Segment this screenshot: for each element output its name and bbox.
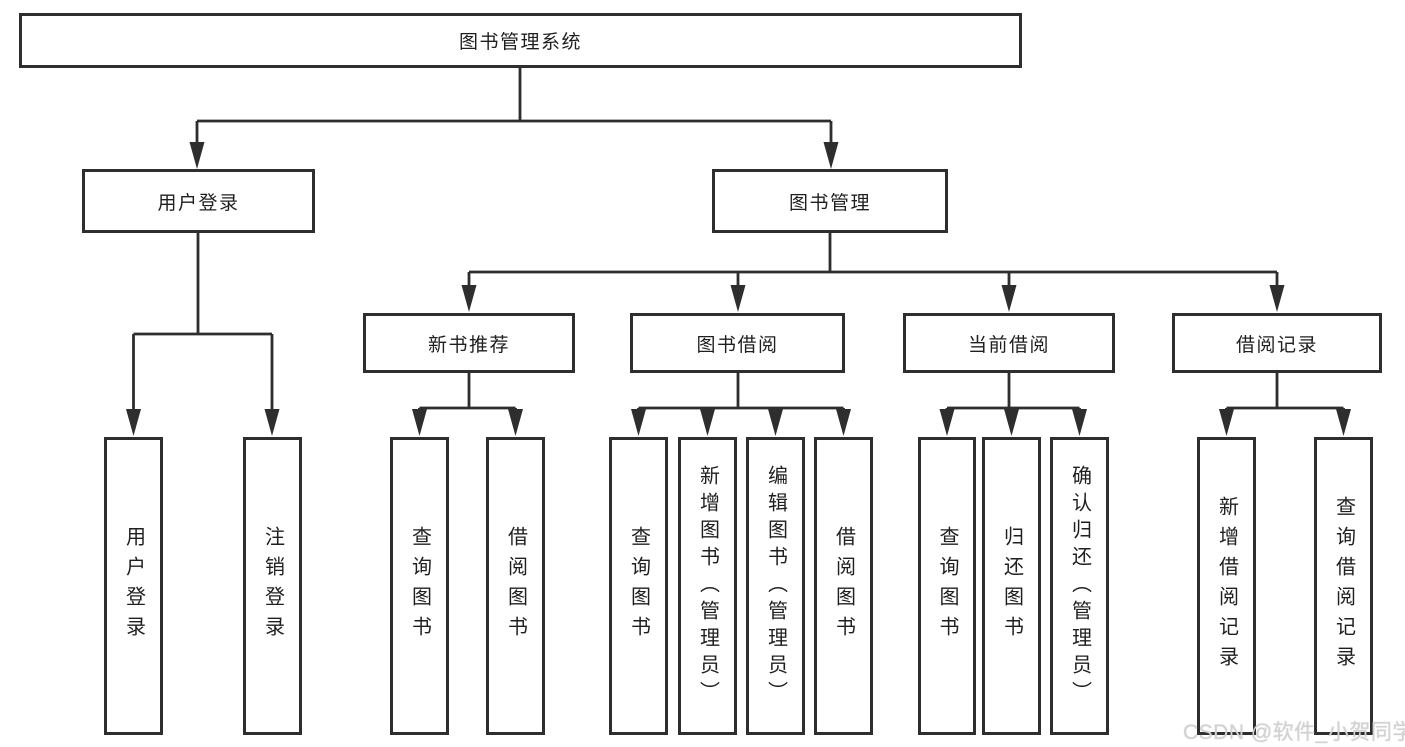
leaf-query-borrow-record: 查询借阅记录 bbox=[1314, 437, 1373, 735]
node-current-borrowing: 当前借阅 bbox=[903, 313, 1115, 373]
node-new-book-recommendation: 新书推荐 bbox=[363, 313, 575, 373]
leaf-label: 查询图书 bbox=[627, 526, 650, 646]
leaf-label: 注销登录 bbox=[261, 526, 284, 646]
leaf-user-login: 用户登录 bbox=[104, 437, 163, 735]
leaf-label: 查询图书 bbox=[936, 526, 958, 646]
leaf-label: 编辑图书（管理员） bbox=[764, 464, 787, 708]
leaf-label: 查询借阅记录 bbox=[1332, 496, 1355, 676]
node-book-management: 图书管理 bbox=[712, 169, 948, 233]
csdn-watermark: CSDN @软件_小贺同学 bbox=[1183, 721, 1405, 744]
node-borrowing-records: 借阅记录 bbox=[1172, 313, 1382, 373]
leaf-label: 借阅图书 bbox=[832, 526, 855, 646]
leaf-label: 新增图书（管理员） bbox=[696, 464, 719, 708]
leaf-label: 用户登录 bbox=[122, 526, 145, 646]
leaf-label: 归还图书 bbox=[1000, 526, 1023, 646]
leaf-query-books-borrow: 查询图书 bbox=[609, 437, 668, 735]
leaf-query-books-recommend: 查询图书 bbox=[390, 437, 449, 735]
leaf-add-book-admin: 新增图书（管理员） bbox=[678, 437, 737, 735]
leaf-borrow-books-recommend: 借阅图书 bbox=[486, 437, 545, 735]
node-user-login: 用户登录 bbox=[82, 169, 315, 233]
leaf-logout: 注销登录 bbox=[243, 437, 302, 735]
leaf-label: 新增借阅记录 bbox=[1215, 496, 1238, 676]
node-library-management-system: 图书管理系统 bbox=[19, 13, 1022, 68]
leaf-label: 借阅图书 bbox=[504, 526, 527, 646]
leaf-label: 确认归还（管理员） bbox=[1068, 464, 1091, 708]
node-book-borrowing: 图书借阅 bbox=[630, 313, 845, 373]
leaf-query-books-current: 查询图书 bbox=[918, 437, 976, 735]
leaf-return-books: 归还图书 bbox=[982, 437, 1041, 735]
leaf-edit-book-admin: 编辑图书（管理员） bbox=[746, 437, 805, 735]
leaf-label: 查询图书 bbox=[408, 526, 431, 646]
leaf-borrow-books-borrow: 借阅图书 bbox=[814, 437, 873, 735]
leaf-confirm-return-admin: 确认归还（管理员） bbox=[1050, 437, 1109, 735]
leaf-add-borrow-record: 新增借阅记录 bbox=[1197, 437, 1256, 735]
